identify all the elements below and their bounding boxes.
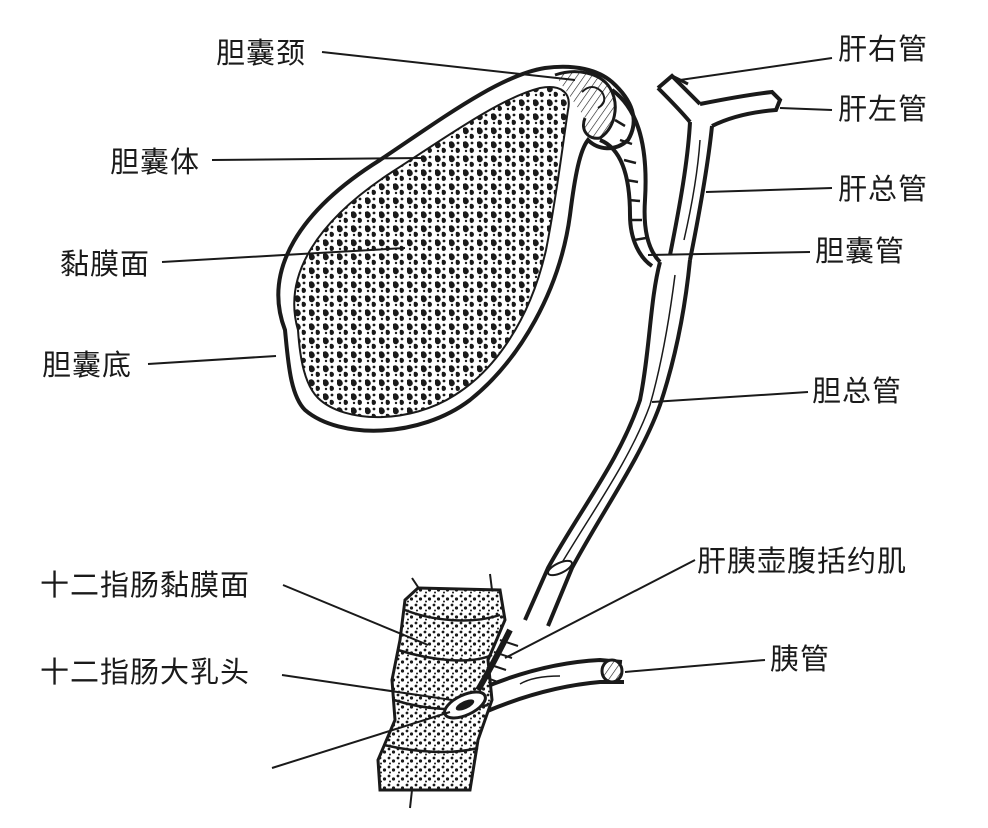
label-major-duodenal-papilla: 十二指肠大乳头	[40, 655, 251, 689]
leader-cystic	[647, 251, 811, 256]
label-left-hepatic-duct: 肝左管	[838, 92, 929, 126]
leader-sphincter-lower	[271, 711, 451, 769]
label-cystic-duct: 胆囊管	[815, 234, 906, 268]
label-right-hepatic-duct: 肝右管	[838, 32, 929, 66]
common-bile-duct	[523, 259, 692, 627]
label-sphincter-of-oddi: 肝胰壶腹括约肌	[697, 544, 908, 578]
leader-left-hepatic	[779, 107, 833, 111]
duodenum	[376, 573, 519, 809]
label-duodenal-mucosa: 十二指肠黏膜面	[40, 568, 251, 602]
leader-common-bile	[651, 391, 809, 403]
label-gallbladder-body: 胆囊体	[110, 145, 201, 179]
leader-pancreatic	[624, 659, 766, 673]
label-common-bile-duct: 胆总管	[812, 374, 903, 408]
leader-sphincter	[504, 559, 696, 659]
leader-mucosa	[161, 247, 406, 263]
leader-common-hepatic	[705, 187, 833, 193]
label-pancreatic-duct: 胰管	[770, 642, 831, 676]
pancreatic-duct	[477, 657, 624, 714]
leader-gallbladder-neck	[321, 51, 576, 81]
leader-gallbladder-body	[211, 157, 426, 161]
leader-papilla	[281, 674, 453, 701]
leader-fundus	[147, 355, 277, 365]
leader-right-hepatic	[679, 57, 833, 81]
label-common-hepatic-duct: 肝总管	[838, 172, 929, 206]
hepatic-ducts	[656, 73, 783, 261]
cystic-duct	[599, 88, 662, 268]
leader-duodenal-mucosa	[282, 584, 429, 646]
label-gallbladder-neck: 胆囊颈	[216, 36, 307, 70]
gallbladder	[276, 64, 636, 433]
leader-lines	[147, 51, 833, 769]
label-gallbladder-fundus: 胆囊底	[42, 348, 133, 382]
label-mucosa-surface: 黏膜面	[60, 247, 151, 281]
